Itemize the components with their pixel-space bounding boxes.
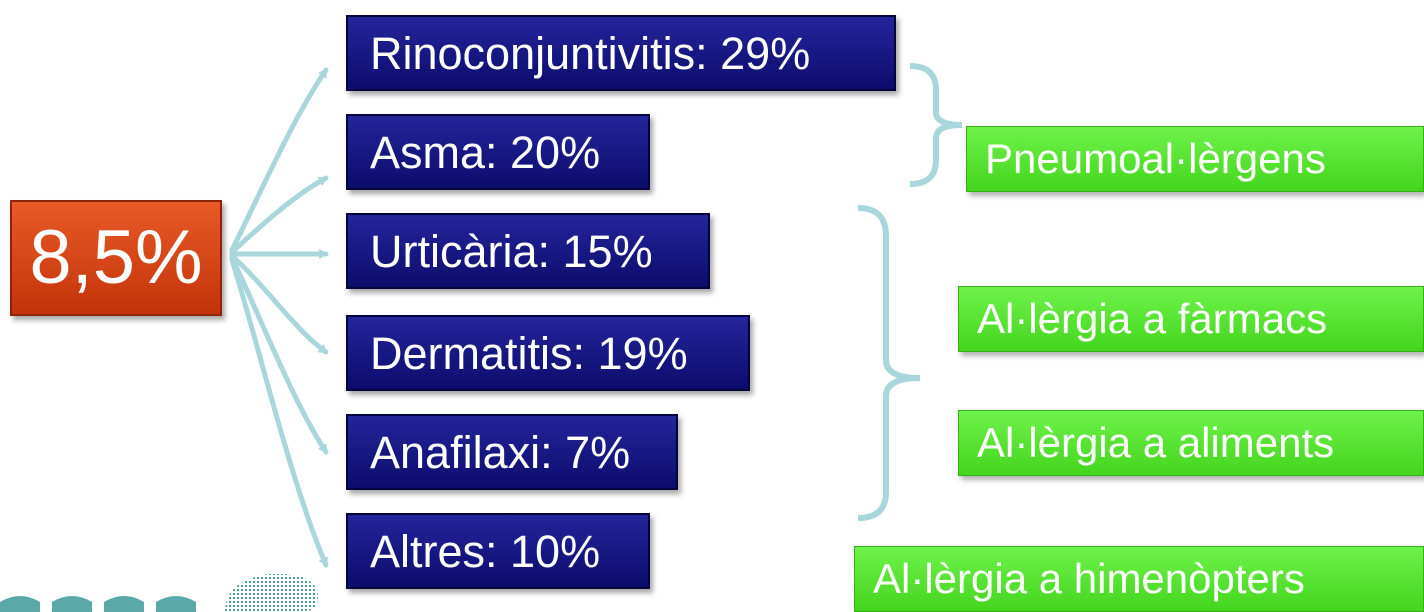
bracket-other-allergies	[857, 205, 921, 521]
category-label: Urticària: 15%	[370, 225, 653, 277]
total-percentage-label: 8,5%	[29, 215, 203, 300]
category-box-urticaria: Urticària: 15%	[346, 213, 710, 289]
bracket-pneumoallergens	[909, 63, 963, 187]
arrow-to-dermatitis	[229, 253, 329, 355]
category-box-rinoconjuntivitis: Rinoconjuntivitis: 29%	[346, 15, 896, 91]
partial-logo	[0, 573, 319, 612]
group-box-hymenoptera-allergy: Al·lèrgia a himenòpters	[854, 546, 1424, 612]
group-box-food-allergy: Al·lèrgia a aliments	[958, 410, 1424, 476]
arrow-to-anafilaxi	[229, 255, 329, 455]
category-box-anafilaxi: Anafilaxi: 7%	[346, 414, 678, 490]
arrow-to-altres	[229, 257, 329, 568]
group-label: Al·lèrgia a fàrmacs	[977, 295, 1328, 342]
group-box-drug-allergy: Al·lèrgia a fàrmacs	[958, 286, 1424, 352]
category-label: Anafilaxi: 7%	[370, 426, 631, 478]
category-label: Asma: 20%	[370, 126, 601, 178]
category-label: Altres: 10%	[370, 525, 601, 577]
group-label: Al·lèrgia a himenòpters	[873, 555, 1305, 602]
total-percentage-box: 8,5%	[10, 200, 222, 316]
arrow-to-asma	[229, 175, 329, 255]
group-box-pneumoallergens: Pneumoal·lèrgens	[966, 126, 1424, 192]
category-box-dermatitis: Dermatitis: 19%	[346, 315, 750, 391]
arrow-to-rinoconjuntivitis	[229, 67, 329, 253]
group-label: Pneumoal·lèrgens	[985, 135, 1326, 182]
category-label: Dermatitis: 19%	[370, 327, 688, 379]
group-label: Al·lèrgia a aliments	[977, 419, 1335, 466]
category-label: Rinoconjuntivitis: 29%	[370, 27, 811, 79]
category-box-altres: Altres: 10%	[346, 513, 650, 589]
category-box-asma: Asma: 20%	[346, 114, 650, 190]
